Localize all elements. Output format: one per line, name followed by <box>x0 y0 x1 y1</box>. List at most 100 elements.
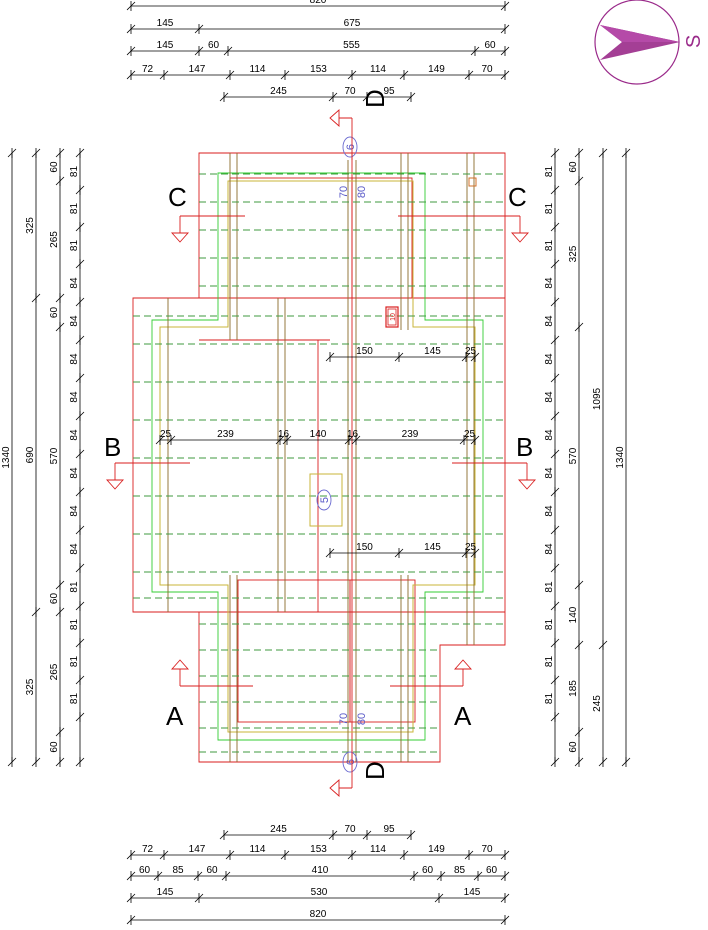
dim-label: 60 <box>139 865 151 876</box>
dim-label: 149 <box>428 844 445 855</box>
section-a-right-label: A <box>454 701 472 731</box>
dim-label: 150 <box>356 346 373 357</box>
dim-label: 60 <box>49 593 60 605</box>
dim-label: 245 <box>270 824 287 835</box>
dim-top-total: 820 <box>126 0 510 11</box>
dim-label: 25 <box>160 429 172 440</box>
dim-label: 84 <box>69 391 80 403</box>
chimney-marker: 10 <box>385 306 399 328</box>
plan-outline <box>132 152 506 763</box>
dim-right-col4: 1340 <box>615 148 631 767</box>
section-d-top: D <box>329 89 390 160</box>
dim-label: 153 <box>310 64 327 75</box>
dim-label: 70 <box>481 64 493 75</box>
dim-label: 84 <box>69 353 80 365</box>
compass-icon: S <box>594 0 705 85</box>
dim-label: 25 <box>464 429 476 440</box>
section-c-right: C <box>398 182 530 243</box>
dim-label: 570 <box>49 447 60 464</box>
section-c-left: C <box>168 182 245 243</box>
marker-6-top-label: 6 <box>345 144 357 150</box>
section-b-left: B <box>104 432 190 490</box>
dim-label: 145 <box>157 887 174 898</box>
dim-label: 84 <box>69 505 80 517</box>
dim-label: 84 <box>69 467 80 479</box>
dim-label: 1095 <box>592 387 603 410</box>
dim-label: 95 <box>383 86 395 97</box>
dim-label: 60 <box>208 40 220 51</box>
marker-6-top: 6 <box>342 136 358 158</box>
dim-label: 325 <box>25 678 36 695</box>
dim-label: 81 <box>69 656 80 668</box>
dim-label: 147 <box>189 64 206 75</box>
marker-5-label: 5 <box>319 497 331 503</box>
dim-label: 81 <box>69 693 80 705</box>
dim-label: 185 <box>568 680 579 697</box>
dim-label: 16 <box>278 429 290 440</box>
ridge-label-80-top: 80 <box>356 186 368 198</box>
dim-label: 265 <box>49 231 60 248</box>
dim-label: 60 <box>568 741 579 753</box>
dim-label: 60 <box>49 161 60 173</box>
dim-label: 60 <box>206 865 218 876</box>
dim-label: 145 <box>157 18 174 29</box>
dim-label: 72 <box>142 844 154 855</box>
section-a-left: A <box>166 659 253 731</box>
dim-label: 690 <box>25 446 36 463</box>
dim-label: 145 <box>424 346 441 357</box>
section-b-left-label: B <box>104 432 121 462</box>
dim-label: 84 <box>69 315 80 327</box>
dim-label: 16 <box>347 429 359 440</box>
dim-label: 60 <box>486 865 498 876</box>
dim-label: 70 <box>344 86 356 97</box>
dim-label: 150 <box>356 542 373 553</box>
dim-left-col1: 1340 <box>1 148 17 767</box>
dim-label: 1340 <box>1 446 12 469</box>
dim-label: 85 <box>454 865 466 876</box>
dim-label: 60 <box>49 307 60 319</box>
dim-label: 84 <box>69 277 80 289</box>
dim-label: 325 <box>568 245 579 262</box>
section-b-right-label: B <box>516 432 533 462</box>
dim-label: 145 <box>464 887 481 898</box>
dim-label: 820 <box>310 909 327 920</box>
dim-label: 60 <box>484 40 496 51</box>
dim-label: 81 <box>69 619 80 631</box>
section-d-bottom-label: D <box>360 761 390 780</box>
dim-label: 410 <box>312 865 329 876</box>
dim-label: 60 <box>49 741 60 753</box>
dim-label: 70 <box>481 844 493 855</box>
dim-label: 114 <box>370 844 386 855</box>
ridge-label-70-bottom: 70 <box>338 713 350 725</box>
dim-label: 81 <box>544 693 555 705</box>
dim-label: 81 <box>544 656 555 668</box>
dim-label: 820 <box>310 0 327 6</box>
ridge-label-80-bottom: 80 <box>356 713 368 725</box>
dim-label: 149 <box>428 64 445 75</box>
dim-label: 114 <box>250 64 266 75</box>
section-c-right-label: C <box>508 182 527 212</box>
section-a-left-label: A <box>166 701 184 731</box>
dim-label: 145 <box>157 40 174 51</box>
dim-label: 84 <box>544 315 555 327</box>
section-c-left-label: C <box>168 182 187 212</box>
dim-label: 72 <box>142 64 154 75</box>
dim-label: 325 <box>25 217 36 234</box>
dim-label: 70 <box>344 824 356 835</box>
dim-label: 140 <box>310 429 327 440</box>
dim-label: 81 <box>544 581 555 593</box>
dim-label: 570 <box>568 447 579 464</box>
dim-label: 145 <box>424 542 441 553</box>
dim-label: 84 <box>69 429 80 441</box>
dim-label: 81 <box>544 240 555 252</box>
